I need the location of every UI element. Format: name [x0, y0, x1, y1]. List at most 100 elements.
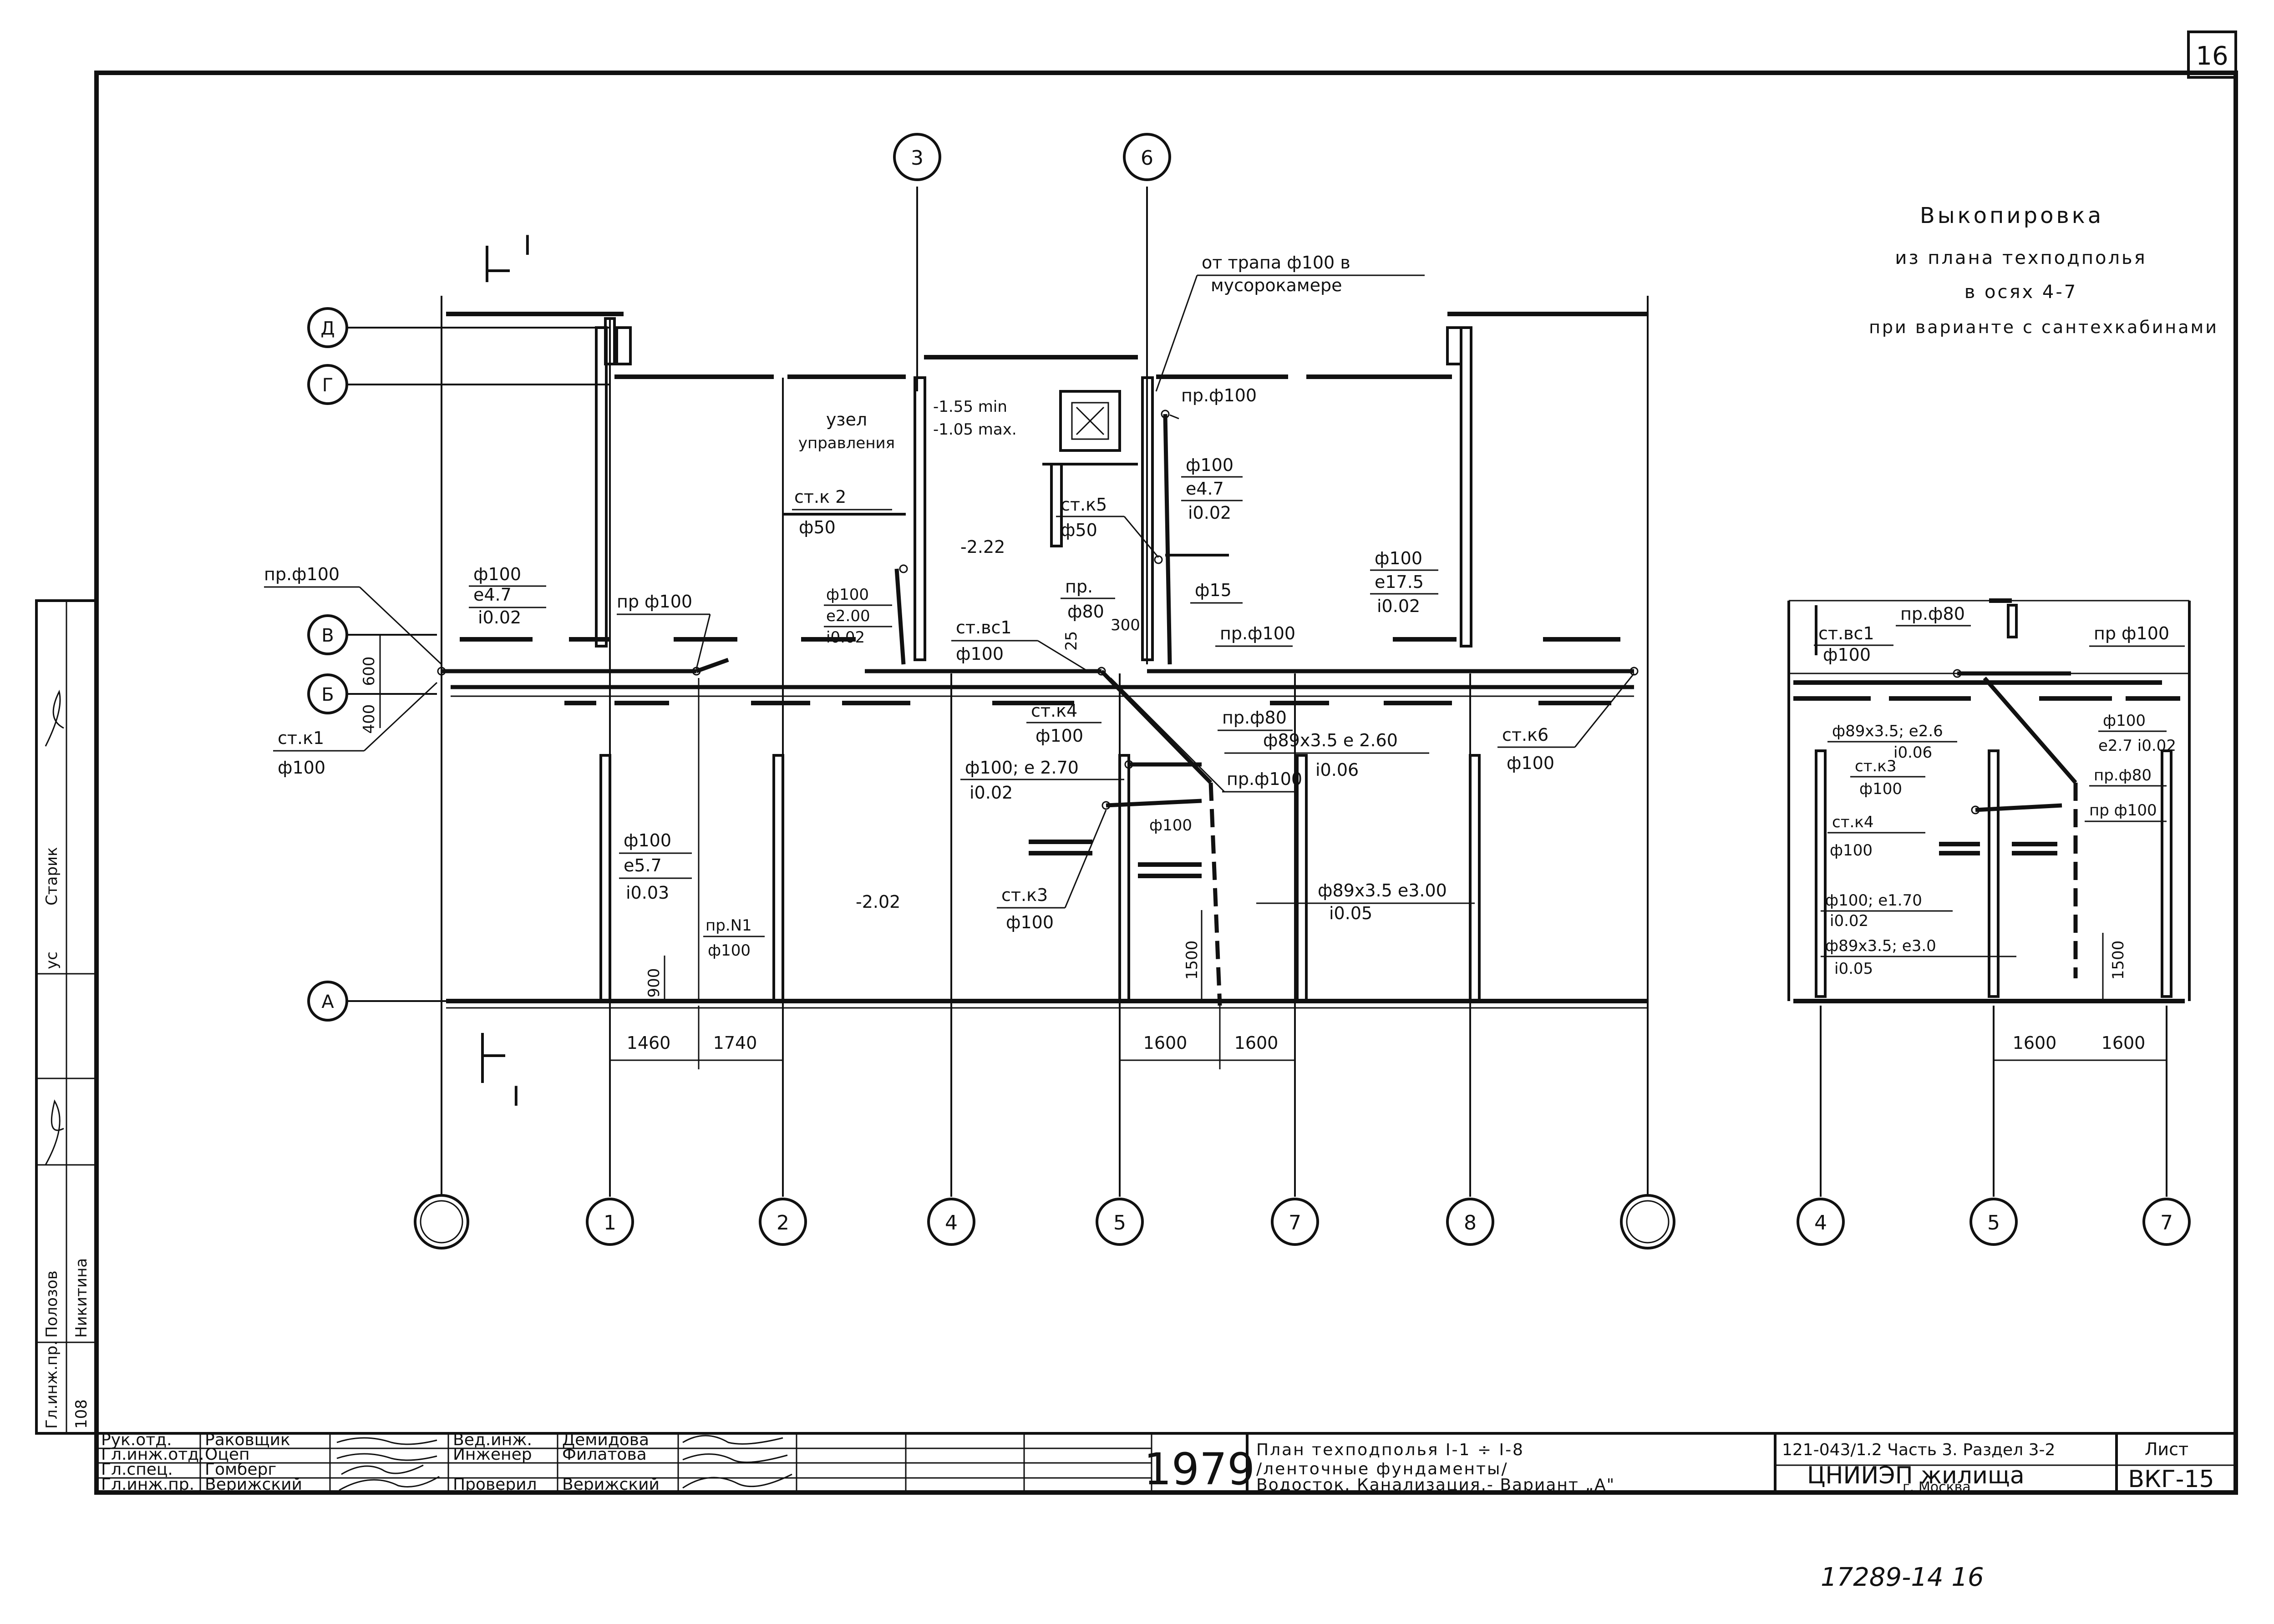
node-title-2: управления — [798, 434, 895, 452]
bottom-bubble-7 — [1271, 1198, 1319, 1246]
st-k1: ст.к1 — [278, 728, 324, 748]
p4-c: i0.02 — [1377, 596, 1420, 616]
inset-st-k3: ст.к3 — [1855, 757, 1896, 775]
row-letter-b: Б — [321, 684, 334, 705]
p1-c: i0.02 — [478, 607, 521, 627]
bottom-bubble-right — [1620, 1194, 1675, 1250]
wall-vertical — [595, 326, 608, 648]
top-number-6: 6 — [1141, 147, 1153, 170]
inset-pr80: пр.ф80 — [1900, 604, 1965, 624]
heading: Выкопировка из плана техподполья в осях … — [1869, 203, 2218, 337]
signature — [336, 1453, 437, 1461]
ot-trapa-1: от трапа ф100 в — [1202, 253, 1350, 273]
inset-st-k3-d: ф100 — [1859, 780, 1902, 798]
side-col4: Старик — [43, 847, 61, 906]
side-col1: Гл.инж.пр. — [43, 1341, 61, 1429]
signature — [682, 1435, 783, 1445]
inset-f89-b: i0.06 — [1893, 744, 1932, 762]
st-k3-d: ф100 — [1006, 912, 1054, 932]
inset-st-vs1: ст.вс1 — [1818, 623, 1874, 643]
inset-e27: е2.7 i0.02 — [2098, 737, 2176, 755]
tb-role-3: Гл.спец. — [101, 1460, 173, 1479]
tb-name2-2: Филатова — [562, 1445, 647, 1464]
p3-c: i0.02 — [1188, 503, 1231, 523]
top-number-3: 3 — [911, 147, 924, 170]
inset-dim-1500: 1500 — [2109, 941, 2127, 980]
bottom-bubble-8 — [1446, 1198, 1494, 1246]
inset-f89-e3a: ф89х3.5; е3.0 — [1825, 937, 1936, 955]
bottom-bubble-4 — [927, 1198, 975, 1246]
wall-bands — [451, 637, 1634, 705]
column-number-4: 4 — [945, 1211, 958, 1234]
side-col2: Полозов — [43, 1270, 61, 1338]
p4-b: е17.5 — [1375, 572, 1424, 592]
inset-pr100: пр ф100 — [2094, 623, 2169, 643]
elev-min: -1.55 min — [933, 398, 1007, 416]
st-vs1: ст.вс1 — [956, 617, 1012, 637]
wall-vertical — [772, 754, 784, 1002]
tb-title-1: План техподполья I-1 ÷ I-8 — [1256, 1441, 1524, 1459]
inset-dim-1600-a: 1600 — [2013, 1033, 2057, 1053]
p2-c: i0.02 — [826, 628, 865, 647]
dim-1600-a: 1600 — [1143, 1033, 1188, 1053]
pr100-c: пр.ф100 — [1181, 385, 1257, 405]
inset-number-5: 5 — [1987, 1211, 2000, 1234]
wall-stub — [615, 326, 632, 365]
tb-role-1: Рук.отд. — [101, 1431, 172, 1449]
level-222: -2.22 — [960, 537, 1005, 557]
heading-line2: из плана техподполья — [1895, 248, 2147, 268]
dim-1460: 1460 — [627, 1033, 671, 1053]
wall-vertical — [1296, 754, 1308, 1002]
pipes — [437, 410, 1639, 1006]
inset-plan: пр.ф80 ст.вс1 ф100 пр ф100 ф89х3.5; е2.6… — [1787, 598, 2191, 1246]
tb-name2-1: Демидова — [562, 1431, 649, 1449]
column-number-7: 7 — [1289, 1211, 1301, 1234]
p7-b: i0.06 — [1315, 760, 1359, 780]
trap-cross — [1076, 406, 1105, 435]
side-stamp: Гл.инж.пр. 108 Полозов Никитина ус Стари… — [35, 599, 98, 1435]
row-bubble-d — [307, 307, 348, 348]
top-bubble-6 — [1123, 133, 1171, 181]
svg-text:I: I — [512, 1081, 520, 1113]
heading-line4: при варианте с сантехкабинами — [1869, 317, 2218, 337]
tb-name-4: Верижский — [205, 1475, 302, 1494]
signature — [339, 1476, 440, 1491]
p6-a: ф100; е 2.70 — [965, 758, 1079, 778]
pr100-e: пр.ф100 — [1227, 769, 1302, 789]
dim-25: 25 — [1062, 631, 1081, 651]
column-number-5: 5 — [1113, 1211, 1126, 1234]
bottom-bubble-5 — [1096, 1198, 1144, 1246]
pr80-a: пр. — [1065, 577, 1093, 597]
inset-bubble-4 — [1797, 1198, 1845, 1246]
signature — [341, 1464, 424, 1475]
row-letter-v: В — [321, 625, 334, 646]
inset-pr80-b: пр.ф80 — [2094, 766, 2152, 784]
row-letter-g: Г — [322, 375, 333, 396]
pr-n1-d: ф100 — [708, 941, 751, 960]
dim-1740: 1740 — [713, 1033, 757, 1053]
st-k3: ст.к3 — [1001, 885, 1048, 905]
column-number-2: 2 — [777, 1211, 789, 1234]
row-letter-a: А — [321, 992, 334, 1012]
p6-b: i0.02 — [969, 783, 1013, 803]
inset-number-7: 7 — [2160, 1211, 2173, 1234]
st-k4-d: ф100 — [1035, 726, 1083, 746]
level-202: -2.02 — [856, 892, 900, 912]
wall-stub — [1446, 326, 1462, 365]
pr100-d: пр.ф100 — [1220, 623, 1295, 643]
signature — [682, 1453, 788, 1463]
st-k6: ст.к6 — [1502, 725, 1548, 745]
trap-inner — [1071, 402, 1109, 440]
footer-code: 17289-14 16 — [1821, 1563, 1984, 1592]
st-vs1-d: ф100 — [956, 644, 1004, 664]
signature — [682, 1473, 792, 1489]
tb-role2-3: Проверил — [453, 1475, 537, 1494]
p5-c: i0.03 — [626, 883, 669, 903]
dim-1500: 1500 — [1183, 941, 1201, 980]
row-bubble-a — [307, 981, 348, 1022]
wall-vertical — [1141, 376, 1154, 661]
p2-a: ф100 — [826, 586, 869, 604]
title-block: Рук.отд. Гл.инж.отд. Гл.спец. Гл.инж.пр.… — [95, 1431, 2237, 1495]
dim-1600-b: 1600 — [1234, 1033, 1279, 1053]
